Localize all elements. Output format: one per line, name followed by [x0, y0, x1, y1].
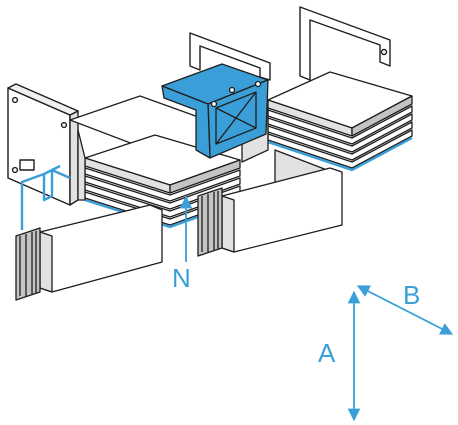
blue-junction-clamp — [161, 63, 269, 159]
arrow-b — [356, 285, 454, 335]
direction-arrows — [347, 285, 454, 422]
axis-b-label: B — [403, 280, 421, 310]
blue-link-conductor — [20, 164, 71, 230]
left-tap-off-units — [15, 204, 163, 301]
right-tap-off-units — [197, 167, 343, 257]
neutral-label: N — [172, 263, 191, 293]
rear-right-frame — [189, 6, 391, 81]
axis-a-label: A — [318, 338, 336, 368]
left-end-plate — [7, 83, 79, 206]
